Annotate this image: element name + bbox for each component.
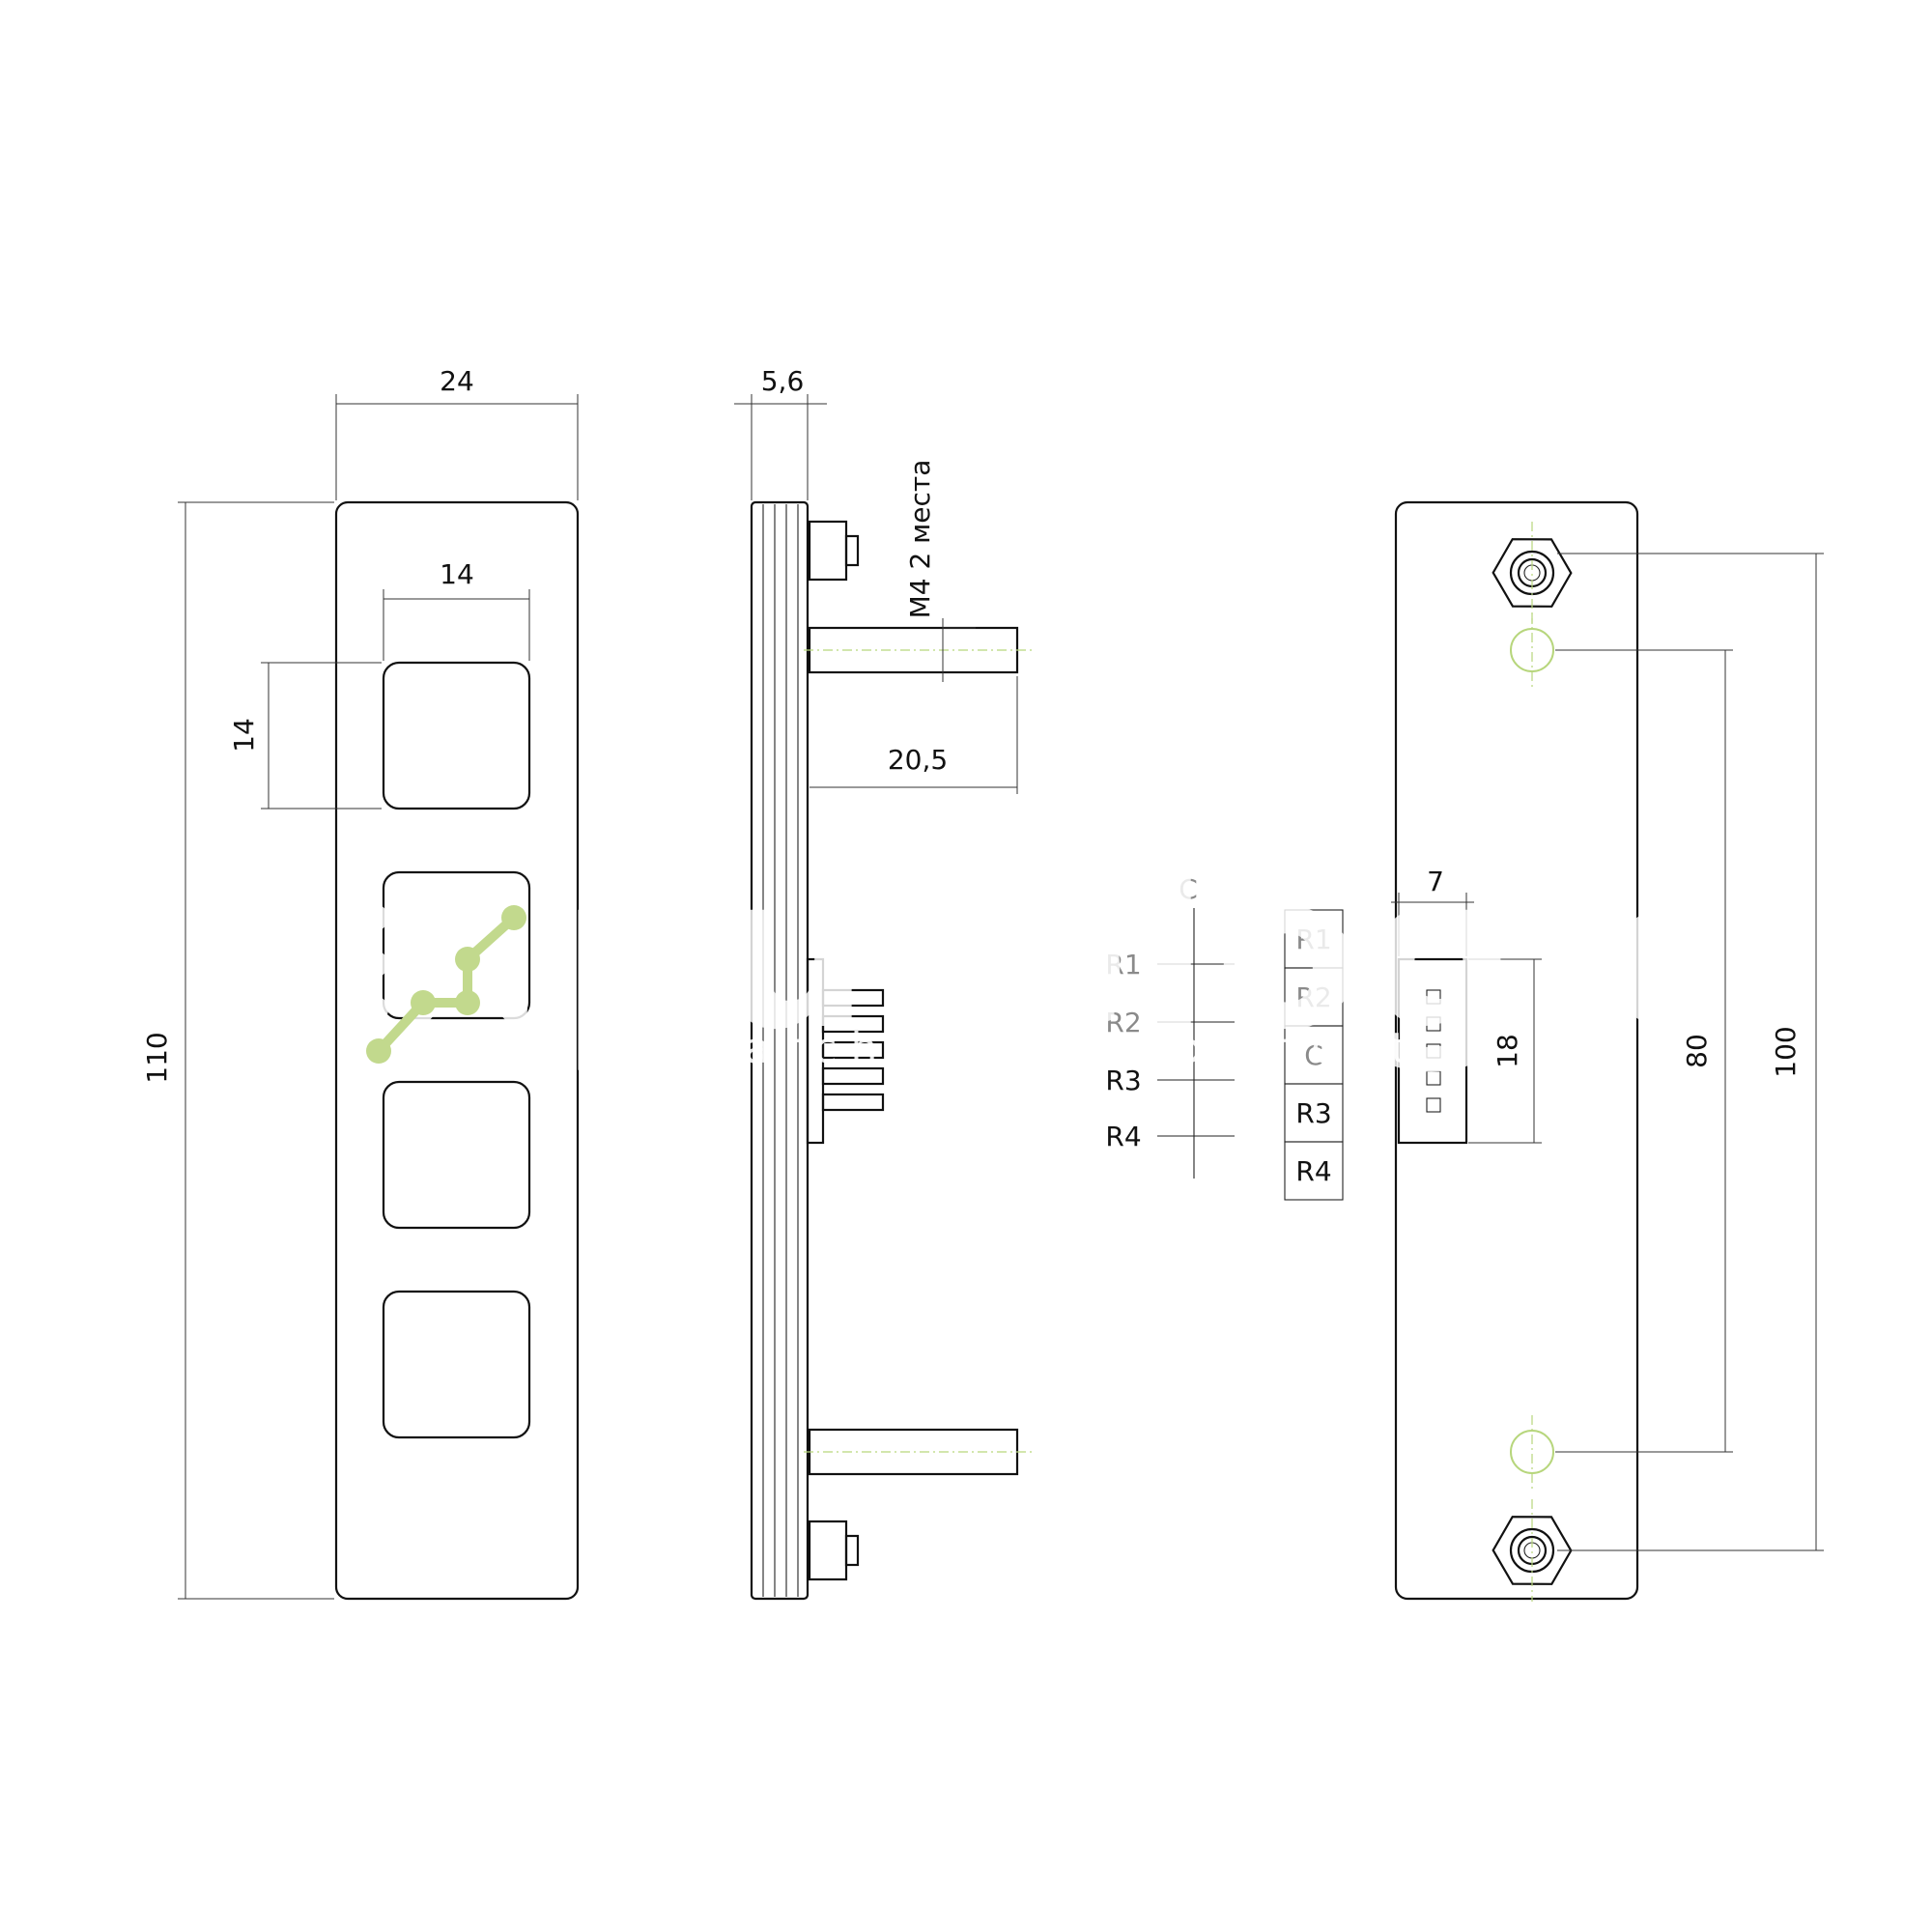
row-label-r2: R2 <box>1105 1007 1141 1038</box>
hex-nut-bottom <box>1492 1499 1573 1602</box>
watermark-graph-icon <box>366 905 526 1064</box>
column-label: C <box>1179 873 1198 905</box>
pin-label-1: R1 <box>1295 923 1331 955</box>
button-2 <box>382 870 531 1020</box>
hex-nut-top <box>1492 522 1573 624</box>
front-panel-outline <box>334 500 580 1601</box>
back-view: 7 18 80 100 <box>1391 500 1824 1602</box>
dim-front-height: 110 <box>141 1032 173 1083</box>
row-label-r4: R4 <box>1105 1121 1141 1152</box>
pin-label-2: R2 <box>1295 981 1331 1013</box>
stud-thread-label: M4 2 места <box>904 460 936 619</box>
back-panel-outline <box>1394 500 1639 1601</box>
row-label-r1: R1 <box>1105 949 1141 980</box>
pin-label-5: R4 <box>1295 1155 1331 1187</box>
front-view: 24 14 14 110 <box>141 365 580 1601</box>
watermark-tagline: research & development <box>599 1024 1421 1073</box>
pin-label-3: C <box>1304 1039 1323 1071</box>
side-nut-top <box>808 520 848 582</box>
button-4 <box>382 1290 531 1439</box>
button-3 <box>382 1080 531 1230</box>
dim-stud-length: 20,5 <box>888 744 948 776</box>
pin-label-4: R3 <box>1295 1097 1331 1129</box>
dim-connector-width: 7 <box>1427 866 1444 897</box>
dim-hole-spacing-outer: 100 <box>1770 1026 1802 1077</box>
watermark-brand: purelogic <box>560 829 1735 1076</box>
dim-connector-height: 18 <box>1492 1034 1523 1068</box>
side-nut-bottom <box>808 1520 848 1581</box>
dim-side-thickness: 5,6 <box>761 365 805 397</box>
dim-front-width: 24 <box>440 365 474 397</box>
row-label-r3: R3 <box>1105 1065 1141 1096</box>
dim-button-width: 14 <box>440 558 474 590</box>
pin-cell-5 <box>1284 1141 1344 1201</box>
wiring-schematic: C R1 R2 R3 R4 R1 R2 C R3 R4 <box>1105 873 1344 1201</box>
side-view: 5,6 M4 2 места 20,5 <box>734 365 1034 1601</box>
back-connector <box>1397 957 1468 1145</box>
button-1 <box>382 661 531 810</box>
watermark-logo: purelogic research & development <box>361 829 1735 1076</box>
dim-button-height: 14 <box>228 718 260 753</box>
dim-hole-spacing-inner: 80 <box>1681 1034 1713 1068</box>
